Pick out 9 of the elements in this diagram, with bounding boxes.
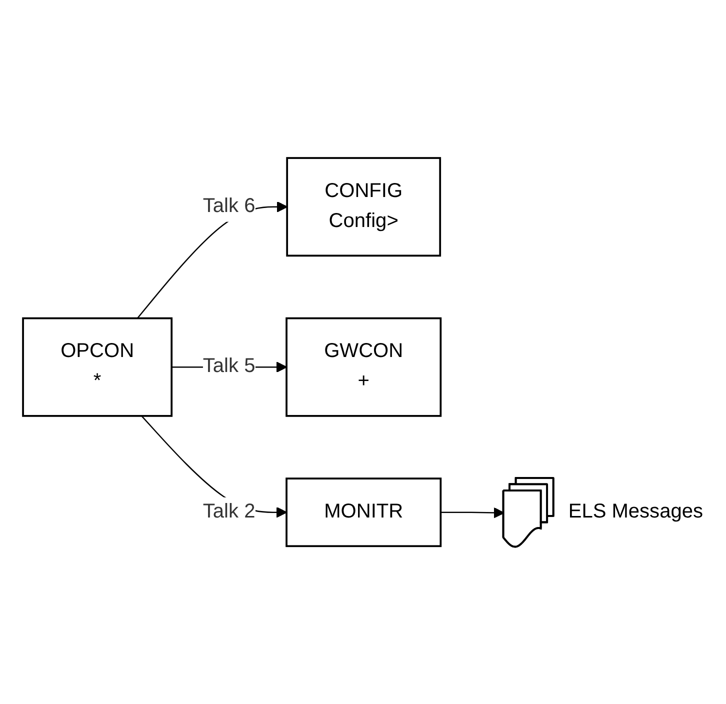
node-box: MONITR — [286, 477, 442, 547]
edge-label: Talk 5 — [202, 355, 256, 377]
node-caption: ELS Messages — [568, 500, 703, 522]
edge-label: Talk 6 — [202, 195, 256, 216]
edge-label: Talk 2 — [202, 500, 256, 522]
arrow — [440, 506, 504, 518]
node-box: GWCON + — [286, 316, 442, 416]
node-box: CONFIG Config> — [286, 156, 442, 256]
node-box: OPCON * — [22, 316, 173, 416]
